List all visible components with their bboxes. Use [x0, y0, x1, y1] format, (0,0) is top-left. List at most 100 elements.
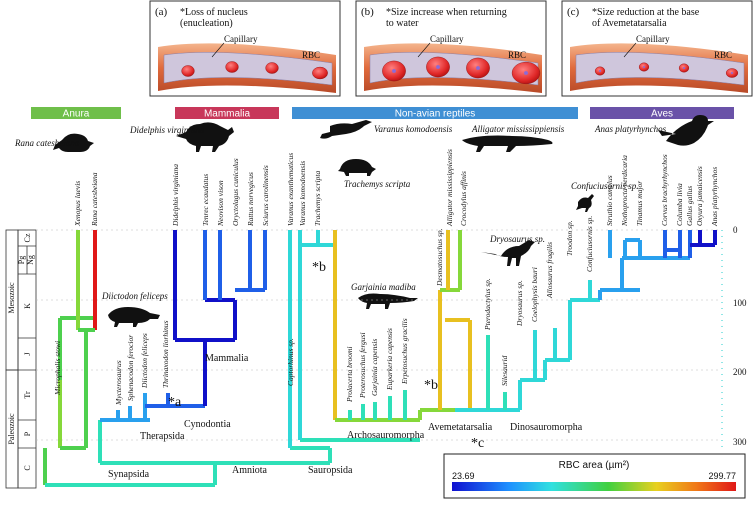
dryosaurus-silhouette: [481, 240, 535, 266]
taxon-label: Erpetosuchus gracilis: [400, 318, 409, 385]
taxon-label: Rana catesbeiana: [90, 172, 99, 227]
duck-silhouette: [658, 115, 714, 146]
cell-nucleus: [392, 69, 396, 73]
taxon-label: Oryctolagus cuniculus: [231, 158, 240, 226]
frog-silhouette: [53, 133, 94, 152]
cell-nucleus: [682, 66, 686, 70]
taxon-label: Troodon sp.: [565, 220, 574, 256]
rbc-label: RBC: [302, 50, 320, 60]
group-header-reptiles-label: Non-avian reptiles: [395, 109, 476, 120]
cell-nucleus: [642, 65, 646, 69]
group-header-aves: Aves: [590, 107, 734, 120]
taxon-label: Proterosuchus fergusi: [358, 332, 367, 399]
cell-nucleus: [524, 71, 528, 75]
taxon-label: Tenrec ecaudatus: [201, 174, 210, 226]
capillary-lumen: [163, 52, 333, 86]
red-blood-cell: [312, 66, 328, 80]
taxon-label: Coelophysis bauri: [530, 267, 539, 322]
group-header-anura: Anura: [31, 107, 121, 120]
taxon-label: Columba livia: [675, 183, 684, 226]
taxon-label: Oxyura jamaicensis: [695, 166, 704, 226]
period-cz: Cz: [23, 233, 32, 242]
axis-tick-300: 300: [733, 437, 747, 447]
group-header-reptiles: Non-avian reptiles: [292, 107, 578, 120]
marker-b-1: *b: [312, 260, 326, 275]
opossum-silhouette: [176, 122, 234, 152]
panel-letter: (b): [361, 6, 374, 18]
taxon-label: Tinamus major: [635, 181, 644, 226]
taxon-label: Desmatosuchus sp.: [435, 228, 444, 287]
phylogenetic-tree: [43, 230, 717, 487]
clade-avemetatarsalia: Avemetatarsalia: [428, 422, 493, 433]
taxon-label: Trachemys scripta: [313, 171, 322, 226]
taxon-label: Neovison vison: [216, 180, 225, 227]
rbc-label: RBC: [508, 50, 526, 60]
period-tr: Tr: [23, 391, 32, 399]
taxon-label: Prolacerta broomi: [345, 347, 354, 403]
monitor-lizard-silhouette: [320, 120, 372, 139]
label-alligator: Alligator mississippiensis: [471, 124, 565, 134]
silhouette-labels: Rana catesbeiana Didelphis virginiana Va…: [14, 124, 667, 301]
clade-synapsida: Synapsida: [108, 469, 150, 480]
clade-therapsida: Therapsida: [140, 431, 185, 442]
panel-caption: *Loss of nucleus(enucleation): [180, 7, 248, 29]
taxon-label: Euparkeria capensis: [385, 328, 394, 391]
rbc-label: RBC: [714, 50, 732, 60]
clade-labels: Mammalia Cynodontia Therapsida Synapsida…: [108, 353, 583, 480]
taxon-label: Anas platyrhynchos: [710, 167, 719, 227]
label-varanus: Varanus komodoensis: [374, 124, 453, 134]
axis-tick-100: 100: [733, 298, 747, 308]
era-mesozoic: Mesozoic: [7, 282, 16, 314]
group-header-mammalia: Mammalia: [175, 107, 279, 120]
taxon-label: Garjainia capensis: [370, 339, 379, 396]
group-header-aves-label: Aves: [651, 109, 673, 120]
taxon-label: Nothoprocta perdicaria: [620, 155, 629, 227]
taxon-label: Pterodactylus sp.: [483, 278, 492, 331]
taxon-label: Didelphis virginiana: [171, 164, 180, 227]
cell-nucleus: [476, 66, 480, 70]
label-anas: Anas platyrhynchos: [594, 124, 667, 134]
alligator-silhouette: [462, 135, 553, 152]
time-scale-labels: Mesozoic Paleozoic Cz Pg Ng K J Tr P C: [7, 233, 35, 471]
taxon-label: Rattus norvegicus: [246, 172, 255, 227]
period-j: J: [23, 352, 32, 355]
red-blood-cell: [181, 65, 195, 77]
event-markers: *a *b *b *c: [168, 260, 484, 451]
taxon-label: Microphalis stowi: [53, 341, 62, 396]
taxon-label: Silesaurid: [500, 355, 509, 386]
taxon-label: Confuciusornis sp.: [585, 216, 594, 272]
taxon-label: Gallus gallus: [685, 186, 694, 226]
taxon-label: Corvus brachyrhynchos: [660, 154, 669, 226]
time-axis-right: 0 100 200 300: [721, 225, 747, 448]
cell-nucleus: [730, 71, 734, 75]
taxon-label: Mycterosaurus: [114, 360, 123, 406]
taxon-label: Varanus exanthematicus: [286, 153, 295, 226]
marker-b-2: *b: [424, 378, 438, 393]
confuciusornis-silhouette: [576, 194, 594, 212]
label-confuciusornis: Confuciusornis sp.: [571, 181, 639, 191]
marker-c: *c: [471, 436, 484, 451]
panel-row: (a)*Loss of nucleus(enucleation)Capillar…: [149, 0, 753, 97]
colorbar-title: RBC area (µm²): [559, 460, 630, 471]
taxon-label: Thrinaxodon liorhinus: [161, 320, 170, 388]
colorbar-gradient: [452, 482, 736, 491]
colorbar: RBC area (µm²) 23.69 299.77: [443, 453, 746, 499]
period-p: P: [23, 431, 32, 436]
taxon-label: Struthio camelus: [605, 175, 614, 226]
clade-sauropsida: Sauropsida: [308, 465, 353, 476]
panel-a: (a)*Loss of nucleus(enucleation)Capillar…: [149, 0, 341, 97]
red-blood-cell: [265, 62, 279, 74]
era-paleozoic: Paleozoic: [7, 413, 16, 445]
period-k: K: [23, 303, 32, 309]
clade-mammalia: Mammalia: [205, 353, 249, 364]
taxon-label: Allosaurus fragilis: [545, 242, 554, 299]
dicynodont-silhouette: [108, 307, 160, 327]
capillary-label: Capillary: [430, 34, 464, 44]
marker-a: *a: [168, 395, 182, 410]
taxon-label: Alligator mississippiensis: [445, 149, 454, 227]
